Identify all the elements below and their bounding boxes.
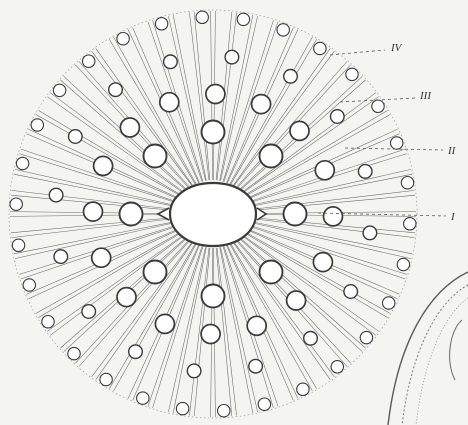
leader-line-IV: [330, 50, 385, 55]
pore-outer: [196, 11, 208, 23]
adjacent-specimen-band: [416, 298, 468, 425]
pore-ring-I: [202, 285, 225, 308]
pore-outer: [12, 239, 24, 251]
pore-outer: [23, 279, 35, 291]
pore-outer: [314, 42, 326, 54]
pore-ring-II: [313, 253, 332, 272]
pore-ring-II: [160, 93, 179, 112]
pore-outer: [391, 137, 403, 149]
label-I: I: [450, 211, 456, 223]
pore-ring-II: [247, 316, 266, 335]
pore-ring-I: [260, 261, 283, 284]
pore-ring-III: [304, 332, 318, 346]
pore-ring-II: [252, 95, 271, 114]
pore-outer: [397, 258, 409, 270]
pore-ring-III: [129, 345, 143, 359]
pore-ring-II: [94, 156, 113, 175]
pore-ring-I: [144, 261, 167, 284]
pore-outer: [404, 218, 416, 230]
pore-outer: [176, 402, 188, 414]
pore-ring-II: [315, 161, 334, 180]
pore-ring-II: [120, 118, 139, 137]
pore-outer: [83, 55, 95, 67]
adjacent-specimen-detail: [450, 320, 462, 380]
pore-outer: [10, 198, 22, 210]
pore-outer: [68, 347, 80, 359]
pore-ring-I: [260, 145, 283, 168]
pore-ring-III: [69, 130, 83, 144]
pore-outer: [31, 119, 43, 131]
pore-ring-II: [290, 121, 309, 140]
label-II: II: [447, 145, 457, 157]
pore-outer: [100, 373, 112, 385]
pore-ring-I: [144, 145, 167, 168]
pore-ring-III: [164, 55, 178, 69]
pore-ring-II: [324, 207, 343, 226]
pore-outer: [360, 331, 372, 343]
pore-outer: [155, 18, 167, 30]
capsule-notch-left: [158, 208, 169, 220]
pore-outer: [117, 33, 129, 45]
adjacent-specimen-inner: [402, 285, 468, 425]
pore-outer: [277, 24, 289, 36]
adjacent-specimen-edge: [388, 272, 468, 425]
pore-ring-III: [82, 305, 96, 319]
pore-ring-III: [54, 250, 68, 264]
pore-outer: [42, 316, 54, 328]
pore-ring-III: [363, 226, 377, 240]
pore-outer: [137, 392, 149, 404]
pore-ring-III: [249, 359, 263, 373]
pore-ring-II: [92, 248, 111, 267]
pore-outer: [383, 297, 395, 309]
pore-outer: [16, 157, 28, 169]
pore-ring-I: [120, 203, 143, 226]
pore-outer: [297, 383, 309, 395]
pore-ring-II: [117, 288, 136, 307]
pore-ring-II: [155, 314, 174, 333]
pore-ring-II: [287, 291, 306, 310]
pore-ring-I: [284, 203, 307, 226]
pore-outer: [346, 68, 358, 80]
pore-ring-III: [331, 110, 345, 124]
label-leader-lines: [318, 50, 446, 216]
label-III: III: [419, 90, 432, 102]
pore-ring-III: [187, 364, 201, 378]
pore-ring-II: [201, 325, 220, 344]
pore-ring-III: [109, 83, 123, 97]
pore-ring-II: [206, 85, 225, 104]
label-IV: IV: [390, 42, 403, 54]
pore-outer: [401, 177, 413, 189]
central-capsule: [170, 183, 256, 246]
pore-ring-III: [225, 50, 239, 64]
pore-ring-III: [284, 70, 298, 84]
pore-ring-III: [49, 188, 63, 202]
pore-outer: [331, 361, 343, 373]
pore-ring-III: [358, 165, 372, 179]
pore-outer: [218, 405, 230, 417]
pore-outer: [372, 100, 384, 112]
pore-outer: [237, 13, 249, 25]
pore-outer: [258, 398, 270, 410]
pore-ring-I: [202, 121, 225, 144]
pore-outer: [53, 84, 65, 96]
pore-ring-III: [344, 285, 358, 299]
pore-ring-II: [84, 202, 103, 221]
adjacent-specimen-outer: [388, 272, 468, 425]
